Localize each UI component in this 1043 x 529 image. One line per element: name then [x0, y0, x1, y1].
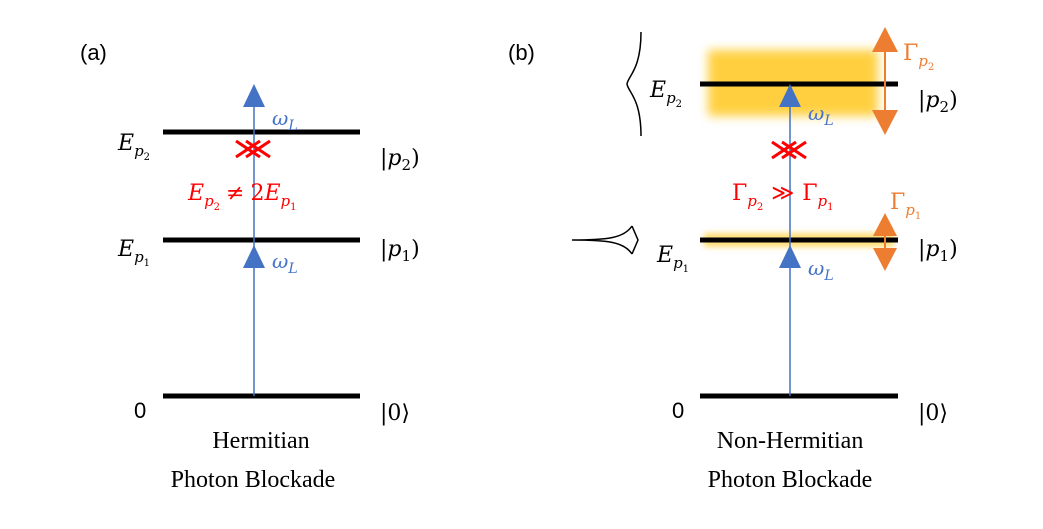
panel-b-caption-line1: Non-Hermitian: [717, 428, 864, 454]
panel-b-ground-energy: 0: [672, 398, 684, 423]
panel-b-pump-arrowhead-1: [779, 245, 801, 268]
panel-b-state-2: |p2): [918, 88, 958, 116]
panel-a-blockade-double-cross-icon: [235, 139, 271, 159]
panel-a-energy-label-2: Ep2: [117, 131, 150, 163]
panel-b-gamma1-label: Γp1: [890, 190, 921, 222]
panel-b-state-1: |p1): [918, 237, 958, 265]
panel-b-pump-label-upper: ωL: [808, 101, 834, 129]
panel-a-caption-line1: Hermitian: [212, 428, 309, 454]
panel-b-blockade-double-cross-icon: [771, 140, 807, 160]
panel-a-ground-state: |0⟩: [380, 401, 410, 426]
panel-a: (a) ωL ωL Ep2 Ep1 0 |p2) |p1) |0⟩ Ep2≠2E…: [80, 40, 420, 493]
panel-a-state-2: |p2): [380, 146, 420, 174]
panel-b-energy-label-1: Ep1: [656, 243, 689, 275]
panel-b-pump-arrowhead-2: [779, 84, 801, 107]
panel-a-ground-energy: 0: [134, 398, 146, 423]
panel-a-condition: Ep2≠2Ep1: [187, 181, 297, 213]
panel-b-ground-state: |0⟩: [918, 401, 948, 426]
panel-b-gamma2-double-arrow: [872, 27, 898, 135]
panel-b-gamma2-label: Γp2: [903, 41, 934, 73]
panel-b: (b) ωL ωL Ep2 Ep1 0 |p2) |p1) |0⟩: [508, 27, 958, 493]
panel-b-caption-line2: Photon Blockade: [708, 467, 873, 493]
panel-a-state-1: |p1): [380, 237, 420, 265]
panel-a-caption-line2: Photon Blockade: [171, 467, 336, 493]
panel-b-label: (b): [508, 40, 535, 65]
panel-a-label: (a): [80, 40, 107, 65]
panel-b-lineshape-2: [626, 31, 642, 137]
panel-b-lineshape-1: [571, 225, 639, 255]
panel-b-condition: Γp2≫Γp1: [732, 181, 834, 213]
panel-b-pump-label-lower: ωL: [808, 256, 834, 284]
panel-a-pump-arrowhead-1: [243, 245, 265, 268]
panel-a-pump-arrowhead-2: [243, 84, 265, 107]
panel-b-energy-label-2: Ep2: [649, 78, 682, 110]
panel-a-pump-label-upper: ωL: [272, 106, 298, 134]
panel-b-gamma1-double-arrow: [873, 213, 897, 271]
panel-a-pump-label-lower: ωL: [272, 249, 298, 277]
panel-a-energy-label-1: Ep1: [117, 237, 150, 269]
